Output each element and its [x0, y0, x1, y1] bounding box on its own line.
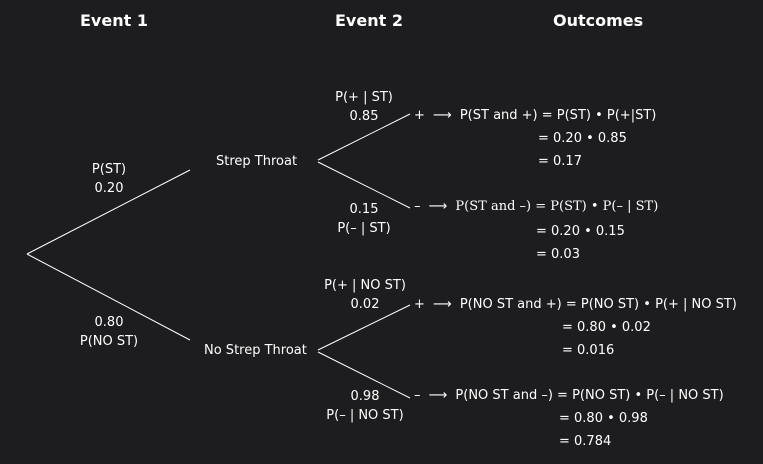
prob-neg-given-st-value: 0.15: [349, 202, 379, 217]
outcome-nost-neg-result: = 0.784: [559, 434, 612, 449]
arrow-icon: ⟶: [433, 108, 452, 123]
header-event-1: Event 1: [80, 11, 148, 30]
prob-nost-value: 0.80: [94, 315, 124, 330]
node-strep-throat: Strep Throat: [216, 154, 298, 169]
outcome-st-pos-calc: = 0.20 • 0.85: [538, 131, 627, 146]
prob-neg-given-st-label: P(– | ST): [337, 221, 391, 236]
sign-plus: +: [414, 297, 425, 312]
outcome-nost-pos-row: + ⟶ P(NO ST and +) = P(NO ST) • P(+ | NO…: [414, 297, 737, 312]
outcome-st-neg-row: – ⟶ P(ST and –) = P(ST) • P(– | ST): [414, 199, 658, 214]
branch-strep-to-pos: [317, 113, 411, 161]
branch-nostrep-to-neg: [317, 351, 411, 399]
branch-strep-to-neg: [317, 161, 411, 209]
outcome-nost-pos-formula: P(NO ST and +) = P(NO ST) • P(+ | NO ST): [459, 297, 737, 312]
arrow-icon: ⟶: [433, 297, 452, 312]
header-event-2: Event 2: [335, 11, 403, 30]
outcome-st-neg-result: = 0.03: [536, 247, 580, 262]
prob-pos-given-nost-value: 0.02: [350, 297, 380, 312]
sign-minus: –: [414, 199, 421, 214]
outcome-nost-pos-calc: = 0.80 • 0.02: [562, 320, 651, 335]
outcome-nost-neg-calc: = 0.80 • 0.98: [559, 411, 648, 426]
prob-neg-given-nost-label: P(– | NO ST): [326, 408, 404, 423]
arrow-icon: ⟶: [428, 199, 448, 214]
prob-pos-given-nost-label: P(+ | NO ST): [324, 278, 406, 293]
branch-root-to-nostrep: [26, 253, 191, 341]
prob-nost-label: P(NO ST): [79, 334, 139, 349]
branch-root-to-strep: [26, 169, 191, 255]
outcome-st-pos-row: + ⟶ P(ST and +) = P(ST) • P(+|ST): [414, 108, 656, 123]
outcome-st-pos-result: = 0.17: [538, 154, 582, 169]
prob-pos-given-st-value: 0.85: [349, 109, 379, 124]
outcome-st-neg-formula: P(ST and –) = P(ST) • P(– | ST): [455, 199, 659, 214]
prob-st-value: 0.20: [94, 181, 124, 196]
outcome-st-neg-calc: = 0.20 • 0.15: [536, 224, 625, 239]
sign-plus: +: [414, 108, 425, 123]
outcome-nost-pos-result: = 0.016: [562, 343, 615, 358]
prob-neg-given-nost-value: 0.98: [350, 389, 380, 404]
outcome-nost-neg-row: – ⟶ P(NO ST and –) = P(NO ST) • P(– | NO…: [414, 388, 724, 403]
outcome-st-pos-formula: P(ST and +) = P(ST) • P(+|ST): [459, 108, 657, 123]
prob-pos-given-st-label: P(+ | ST): [335, 90, 393, 105]
prob-st-label: P(ST): [91, 162, 127, 177]
outcome-nost-neg-formula: P(NO ST and –) = P(NO ST) • P(– | NO ST): [455, 388, 724, 403]
sign-minus: –: [414, 388, 421, 403]
node-no-strep-throat: No Strep Throat: [204, 343, 307, 358]
arrow-icon: ⟶: [428, 388, 448, 403]
branch-nostrep-to-pos: [317, 304, 411, 351]
header-outcomes: Outcomes: [553, 11, 644, 30]
